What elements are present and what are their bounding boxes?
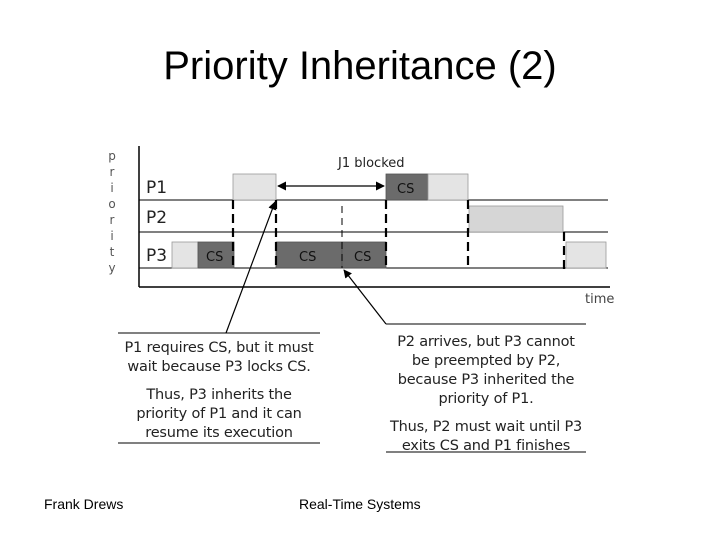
footer-course: Real-Time Systems xyxy=(299,496,421,512)
p3-cs-bar-3 xyxy=(341,241,387,269)
slide-title: Priority Inheritance (2) xyxy=(163,44,557,88)
row-label-p2: P2 xyxy=(146,208,167,228)
footer-author: Frank Drews xyxy=(44,496,124,512)
left-caption-line: Thus, P3 inherits the xyxy=(146,387,292,403)
row-label-p3: P3 xyxy=(146,246,167,266)
x-axis-label: time xyxy=(585,292,614,307)
y-axis-label-letter: r xyxy=(110,213,115,227)
p1-cs-label: CS xyxy=(397,182,414,197)
right-caption-line: P2 arrives, but P3 cannot xyxy=(397,334,575,350)
event-markers xyxy=(231,200,566,270)
p3-cs-bar-1 xyxy=(197,241,235,269)
right-caption-line: because P3 inherited the xyxy=(397,372,575,388)
p1-cs-bar xyxy=(385,173,429,201)
p3-bar-start xyxy=(171,241,199,269)
p3-cs-label-3: CS xyxy=(354,250,371,265)
right-caption-line: priority of P1. xyxy=(438,391,534,407)
left-caption-line: wait because P3 locks CS. xyxy=(127,359,311,375)
p3-cs-label-2: CS xyxy=(299,250,316,265)
p1-bar-start xyxy=(232,173,277,201)
p3-cs-label-1: CS xyxy=(206,250,223,265)
y-axis-label-letter: y xyxy=(108,261,115,275)
p3-bar-end xyxy=(565,241,607,269)
y-axis-label-letter: r xyxy=(110,165,115,179)
j1-blocked-label: J1 blocked xyxy=(337,156,405,171)
left-caption-line: resume its execution xyxy=(145,425,293,441)
y-axis-label: p r i o r i t y xyxy=(108,149,116,275)
right-caption-line: exits CS and P1 finishes xyxy=(401,438,571,454)
row-label-p1: P1 xyxy=(146,178,167,198)
left-caption-line: priority of P1 and it can xyxy=(136,406,302,422)
right-caption: P2 arrives, but P3 cannot be preempted b… xyxy=(380,333,592,456)
p2-bar xyxy=(468,205,564,233)
right-callout-pointer xyxy=(343,269,387,325)
y-axis-label-letter: p xyxy=(108,149,116,163)
left-callout-pointer xyxy=(225,201,277,334)
y-axis-label-letter: o xyxy=(108,197,115,211)
y-axis-label-letter: i xyxy=(110,229,113,243)
left-caption: P1 requires CS, but it must wait because… xyxy=(114,339,324,443)
y-axis-label-letter: i xyxy=(110,181,113,195)
right-caption-line: be preempted by P2, xyxy=(411,353,561,369)
right-caption-line: Thus, P2 must wait until P3 xyxy=(389,419,583,435)
y-axis-label-letter: t xyxy=(110,245,115,259)
left-caption-line: P1 requires CS, but it must xyxy=(124,340,314,356)
p1-bar-end xyxy=(427,173,469,201)
